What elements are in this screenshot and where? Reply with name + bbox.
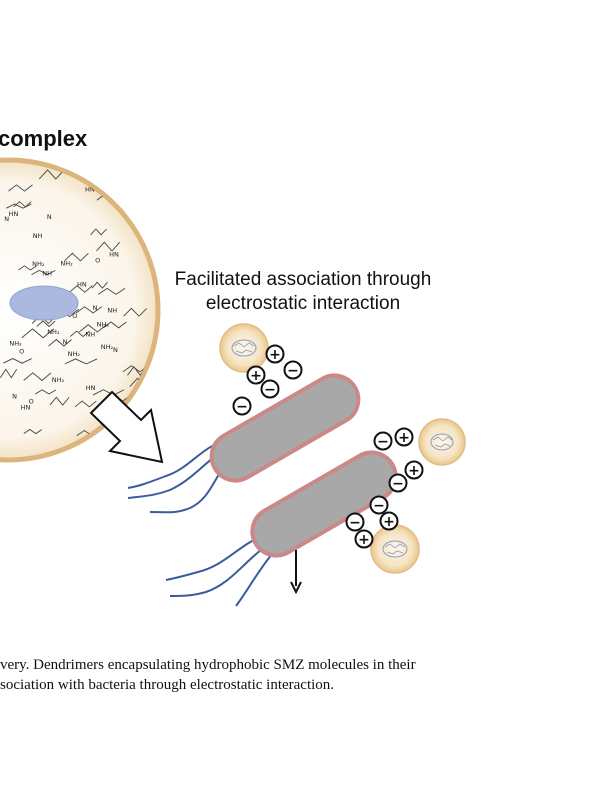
dendrimer-group-label: NH <box>107 306 117 314</box>
dendrimer-group-label: O <box>95 256 100 264</box>
figure-caption: very. Dendrimers encapsulating hydrophob… <box>0 655 599 695</box>
dendrimer-labels: NH₂NH₂NNH₂HNNH₂HNHNNHOONNH₂HNNH₂NH₂NNHNO… <box>4 185 119 411</box>
small-dendrimer <box>418 418 466 466</box>
bacterium-2 <box>165 450 398 607</box>
dendrimer-group-label: HN <box>86 384 96 392</box>
svg-text:−: − <box>264 382 276 398</box>
dendrimer-group-label: NH₂ <box>32 260 45 268</box>
positive-charge-icon: + <box>246 365 266 385</box>
flagellum <box>169 545 267 597</box>
dendrimer-group-label: N <box>113 346 118 354</box>
bacterium-1 <box>127 373 361 514</box>
dendrimer-group-label: O <box>29 397 34 405</box>
svg-text:−: − <box>236 399 248 415</box>
transition-arrow-icon <box>89 390 164 464</box>
dendrimer-complex: NH₂NH₂NNH₂HNNH₂HNHNNHOONNH₂HNNH₂NH₂NNHNO… <box>0 157 161 463</box>
dendrimer-group-label: NH <box>42 269 52 277</box>
svg-text:−: − <box>392 476 404 492</box>
flagellum <box>235 553 273 607</box>
arrow-down-icon <box>290 581 302 595</box>
complex-title: complex <box>0 126 88 151</box>
positive-charge-icon: + <box>394 427 414 447</box>
positive-charge-icon: + <box>354 529 374 549</box>
svg-text:−: − <box>287 363 299 379</box>
dendrimer-group-label: NH₂ <box>52 376 65 384</box>
svg-text:+: + <box>250 368 262 384</box>
small-dendrimer <box>219 323 269 373</box>
svg-text:−: − <box>349 515 361 531</box>
dendrimer-group-label: HN <box>21 404 31 412</box>
negative-charge-icon: − <box>232 396 252 416</box>
association-title-line-2: electrostatic interaction <box>205 293 401 314</box>
flagellum <box>127 439 227 489</box>
small-dendrimer <box>370 524 420 574</box>
positive-charge-icon: + <box>379 511 399 531</box>
positive-charge-icon: + <box>404 460 424 480</box>
dendrimer-group-label: N <box>4 215 9 223</box>
dendrimer-shell <box>0 157 161 463</box>
dendrimer-group-label: HN <box>85 185 95 193</box>
negative-charge-icon: − <box>388 473 408 493</box>
dendrimer-group-label: HN <box>109 250 119 258</box>
dendrimer-group-label: NH₂ <box>68 350 81 358</box>
dendrimer-group-label: N <box>12 392 17 400</box>
dendrimer-group-label: NH <box>33 232 43 240</box>
negative-charge-icon: − <box>373 431 393 451</box>
negative-charge-icon: − <box>283 360 303 380</box>
dendrimer-group-label: O <box>19 348 24 356</box>
charge-symbols: +−+−−−++−−+−+ <box>232 344 424 549</box>
dendrimer-group-label: NH₂ <box>97 320 110 328</box>
positive-charge-icon: + <box>265 344 285 364</box>
caption-line-1: very. Dendrimers encapsulating hydrophob… <box>0 657 416 673</box>
dendrimer-group-label: NH <box>85 331 95 339</box>
dendrimer-group-label: NH₂ <box>47 328 60 336</box>
association-title-line-1: Facilitated association through <box>174 269 432 290</box>
negative-charge-icon: − <box>345 512 365 532</box>
dendrimer-group-label: N <box>93 304 98 312</box>
smz-drug-core <box>9 285 79 321</box>
caption-line-2: sociation with bacteria through electros… <box>0 677 335 693</box>
dendrimer-group-label: N <box>47 213 52 221</box>
negative-charge-icon: − <box>369 495 389 515</box>
svg-text:+: + <box>408 463 420 479</box>
dendrimer-branches <box>0 169 154 437</box>
svg-text:−: − <box>373 498 385 514</box>
flagellum <box>165 535 263 581</box>
svg-text:−: − <box>377 434 389 450</box>
dendrimer-group-label: NH₂ <box>101 343 114 351</box>
svg-text:+: + <box>383 514 395 530</box>
dendrimer-group-label: NH₂ <box>60 260 73 268</box>
bacterium-body <box>250 450 398 558</box>
dendrimer-group-label: HN <box>77 281 87 289</box>
svg-text:+: + <box>269 347 281 363</box>
dendrimer-group-label: O <box>72 312 77 320</box>
svg-text:+: + <box>398 430 410 446</box>
negative-charge-icon: − <box>260 379 280 399</box>
association-title: Facilitated association through electros… <box>148 268 458 316</box>
dendrimer-group-label: HN <box>9 210 19 218</box>
dendrimer-group-label: NH₂ <box>9 340 22 348</box>
svg-text:+: + <box>358 532 370 548</box>
dendrimer-group-label: N <box>63 338 68 346</box>
bacterium-body <box>209 373 361 483</box>
